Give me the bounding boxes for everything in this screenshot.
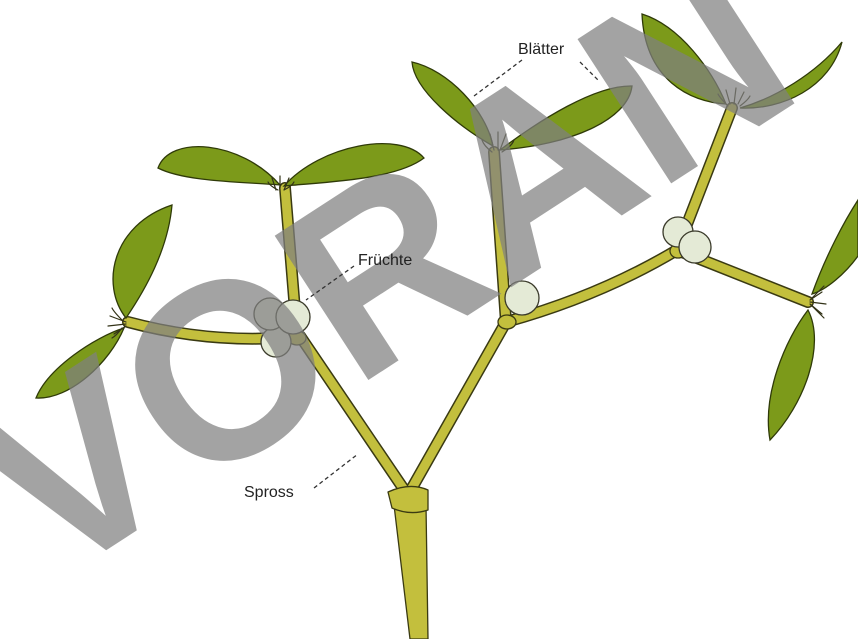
shoot-label: Spross xyxy=(244,484,294,501)
fruits-label: Früchte xyxy=(358,252,412,269)
main-stem xyxy=(394,505,428,639)
stem-node xyxy=(388,486,428,512)
leaf xyxy=(812,200,858,294)
leaves-label: Blätter xyxy=(518,41,565,58)
leaf xyxy=(768,310,814,440)
